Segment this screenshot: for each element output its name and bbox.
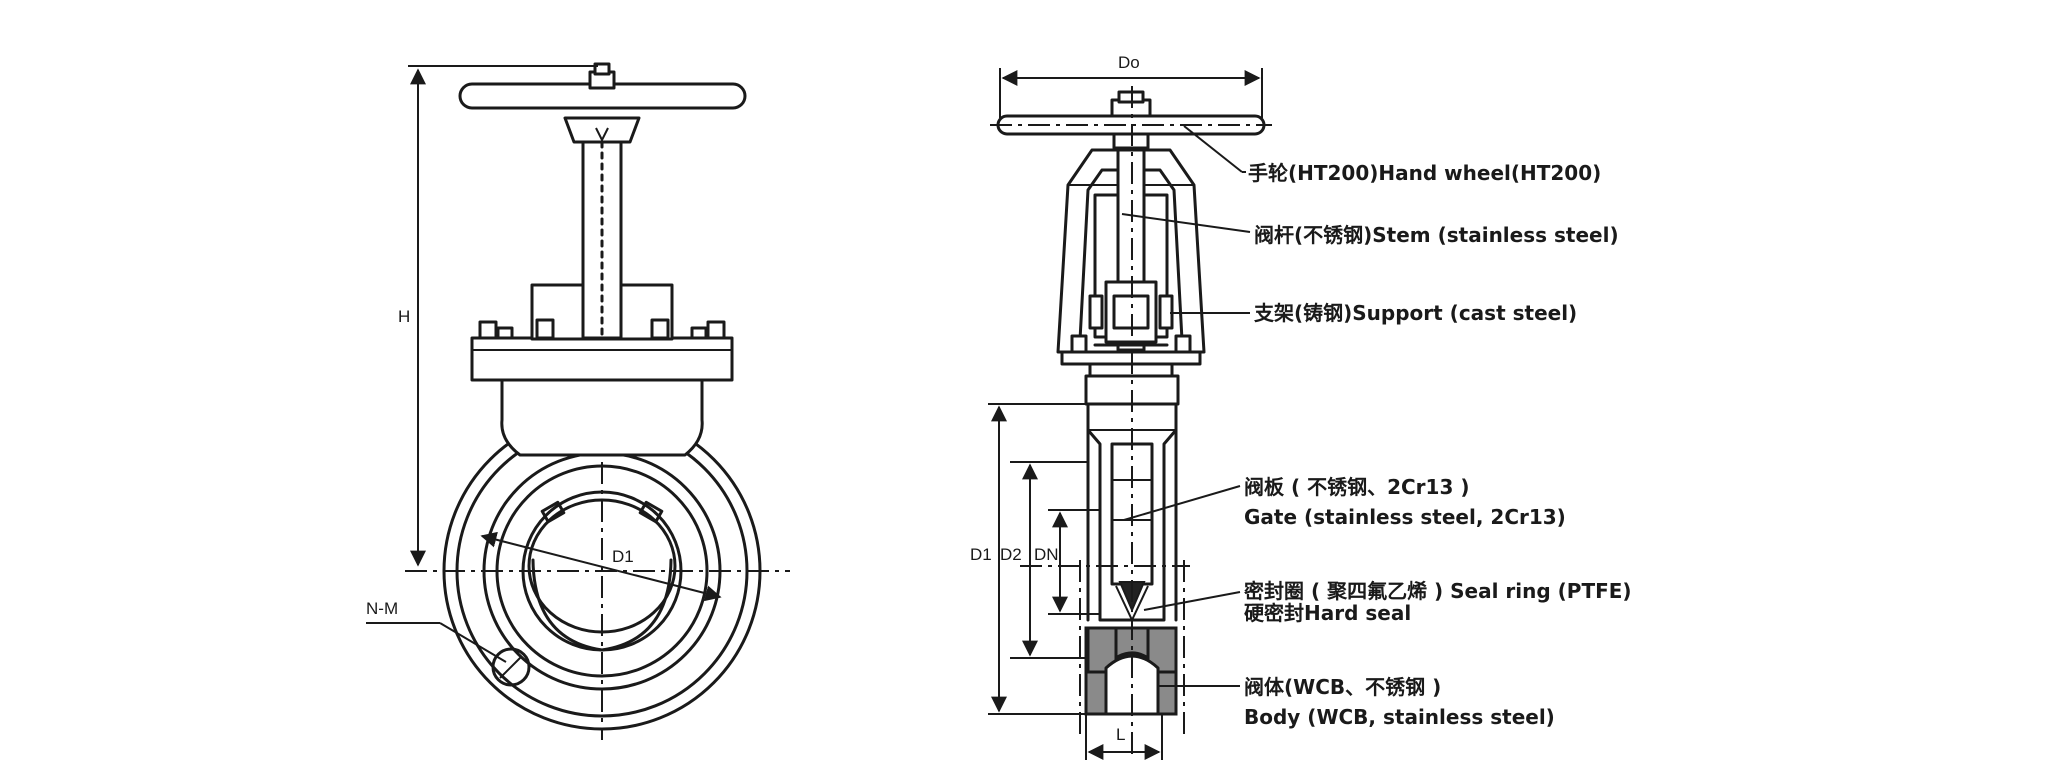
front-view: H D1 N-M xyxy=(366,62,790,740)
stem-front xyxy=(563,116,641,340)
label-body-en: Body (WCB, stainless steel) xyxy=(1244,705,1555,729)
label-gate-cn: 阀板 ( 不锈钢、2Cr13 ) xyxy=(1244,475,1469,499)
label-gate-en: Gate (stainless steel, 2Cr13) xyxy=(1244,505,1566,529)
dim-label-Do: Do xyxy=(1118,53,1140,72)
dimension-H: H xyxy=(398,65,598,567)
bolt-hole-callout: N-M xyxy=(366,599,531,687)
dim-label-D1-front: D1 xyxy=(612,547,634,566)
label-support: 支架(铸钢)Support (cast steel) xyxy=(1254,301,1577,325)
part-labels: 手轮(HT200)Hand wheel(HT200) 阀杆(不锈钢)Stem (… xyxy=(1244,161,1632,729)
label-stem: 阀杆(不锈钢)Stem (stainless steel) xyxy=(1254,223,1619,247)
dimension-DN: DN xyxy=(1034,509,1100,615)
dim-label-D2: D2 xyxy=(1000,545,1022,564)
flange-bolts xyxy=(478,318,726,340)
label-hand-wheel: 手轮(HT200)Hand wheel(HT200) xyxy=(1248,161,1601,185)
dimension-D1: D1 xyxy=(970,403,1088,715)
label-body-cn: 阀体(WCB、不锈钢 ) xyxy=(1244,675,1441,699)
dimension-D2: D2 xyxy=(1000,461,1088,659)
dim-label-DN: DN xyxy=(1034,545,1059,564)
dim-label-D1: D1 xyxy=(970,545,992,564)
label-hard-seal: 硬密封Hard seal xyxy=(1244,601,1411,625)
label-seal-ring: 密封圈 ( 聚四氟乙烯 ) Seal ring (PTFE) xyxy=(1244,579,1632,603)
dimension-D1-front: D1 xyxy=(480,531,722,602)
side-view: Do xyxy=(970,53,1272,760)
dim-label-N-M: N-M xyxy=(366,599,398,618)
dimension-L: L xyxy=(1085,714,1163,760)
leader-lines xyxy=(1121,125,1251,687)
dim-label-L: L xyxy=(1116,725,1125,744)
dimension-Do: Do xyxy=(999,53,1263,118)
handwheel-front xyxy=(458,62,747,110)
dim-label-H: H xyxy=(398,307,410,326)
